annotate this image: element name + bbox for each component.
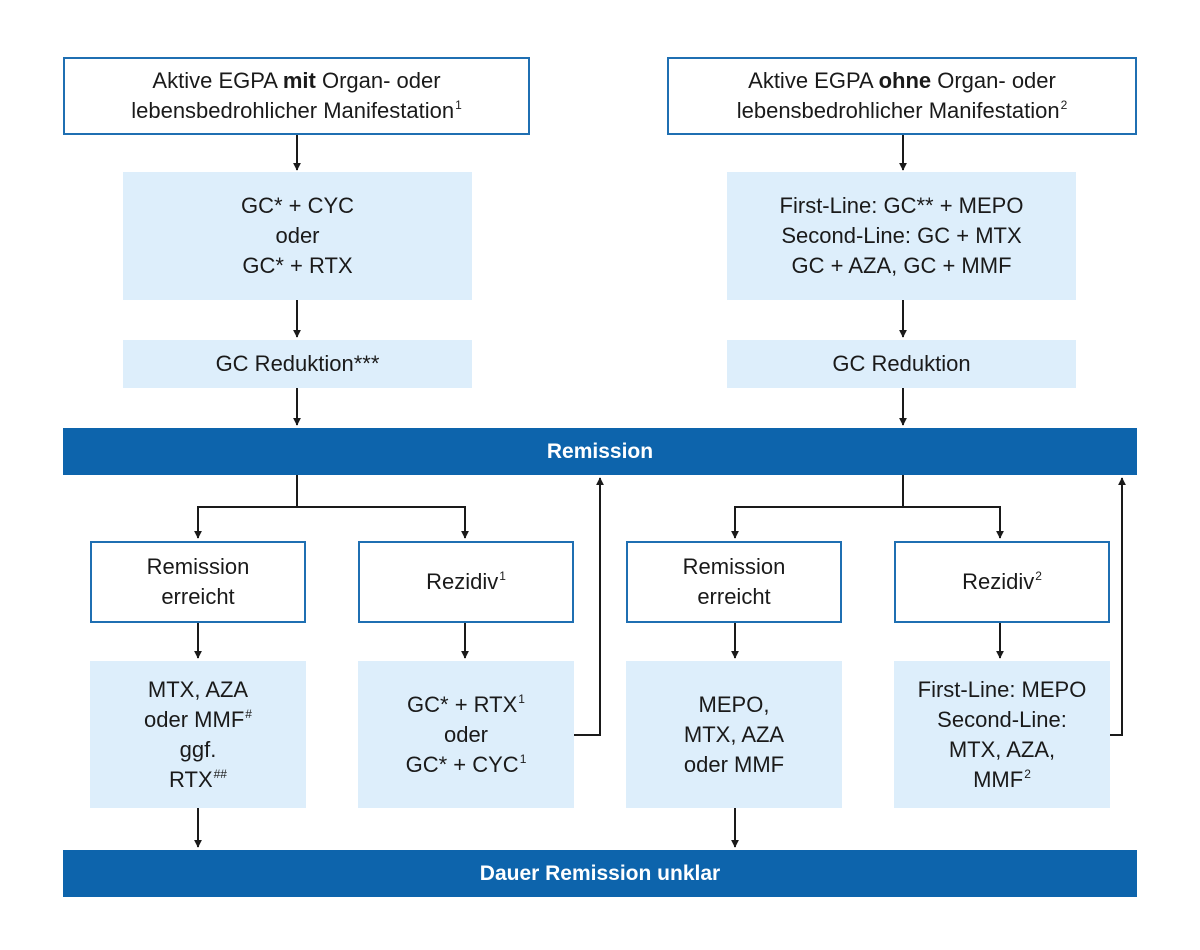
- right-remission-achieved-box: Remission erreicht: [626, 541, 842, 623]
- footnote-ref: 1: [455, 98, 462, 112]
- right-maintenance-line3: oder MMF: [683, 751, 785, 777]
- left-maintenance-line2: oder MMF#: [144, 706, 252, 732]
- right-maintenance-box: MEPO, MTX, AZA oder MMF: [626, 661, 842, 808]
- remission-banner-label: Remission: [546, 439, 654, 463]
- right-reduction-box: GC Reduktion: [727, 340, 1076, 388]
- right-relapse-box: Rezidiv2: [894, 541, 1110, 623]
- right-reduction-label: GC Reduktion: [832, 351, 971, 376]
- left-relapse-box: Rezidiv1: [358, 541, 574, 623]
- left-reduction-box: GC Reduktion***: [123, 340, 472, 388]
- left-relapse-label: Rezidiv1: [426, 569, 506, 594]
- right-relapse-label: Rezidiv2: [962, 569, 1042, 594]
- footnote-ref: #: [245, 706, 252, 721]
- right-header-line1: Aktive EGPA ohne Organ- oder: [748, 68, 1056, 93]
- left-header-line2: lebensbedrohlicher Manifestation1: [131, 98, 462, 123]
- right-header-box: Aktive EGPA ohne Organ- oder lebensbedro…: [667, 57, 1137, 135]
- footnote-ref: 2: [1035, 569, 1042, 583]
- left-maintenance-box: MTX, AZA oder MMF# ggf. RTX##: [90, 661, 306, 808]
- arrow-left-relapse-feedback: [574, 477, 604, 736]
- footnote-ref: 1: [518, 691, 525, 706]
- left-relapse-treatment-line1: GC* + RTX1: [407, 691, 525, 717]
- left-header-box: Aktive EGPA mit Organ- oder lebensbedroh…: [63, 57, 530, 135]
- left-relapse-treatment-line3: GC* + CYC1: [405, 751, 527, 777]
- right-relapse-treatment-line4: MMF2: [973, 766, 1031, 792]
- duration-banner: Dauer Remission unklar: [63, 850, 1137, 897]
- right-remission-line2: erreicht: [697, 584, 771, 609]
- left-header-line1: Aktive EGPA mit Organ- oder: [152, 68, 441, 93]
- left-remission-line1: Remission: [146, 554, 250, 579]
- footnote-ref: ##: [213, 766, 227, 781]
- footnote-ref: 1: [499, 569, 506, 583]
- right-therapy-line3: GC + AZA, GC + MMF: [791, 253, 1012, 278]
- right-maintenance-line2: MTX, AZA: [683, 721, 785, 747]
- right-maintenance-line1: MEPO,: [698, 691, 770, 717]
- arrow-branch-right-remission: [731, 475, 904, 539]
- left-reduction-label: GC Reduktion***: [215, 351, 380, 376]
- right-therapy-line2: Second-Line: GC + MTX: [781, 223, 1022, 248]
- arrow-branch-right-relapse: [903, 506, 1004, 539]
- right-header-emphasis: ohne: [878, 68, 932, 93]
- left-maintenance-line1: MTX, AZA: [147, 676, 249, 702]
- left-therapy-line1: GC* + CYC: [240, 193, 355, 218]
- left-therapy-box: GC* + CYC oder GC* + RTX: [123, 172, 472, 300]
- left-therapy-line2: oder: [275, 223, 320, 248]
- left-maintenance-line4: RTX##: [169, 766, 227, 792]
- left-relapse-treatment-box: GC* + RTX1 oder GC* + CYC1: [358, 661, 574, 808]
- footnote-ref: 1: [519, 751, 527, 766]
- footnote-ref: 2: [1024, 766, 1031, 781]
- remission-banner: Remission: [63, 428, 1137, 475]
- right-relapse-treatment-line1: First-Line: MEPO: [917, 676, 1087, 702]
- left-remission-line2: erreicht: [161, 584, 235, 609]
- arrow-branch-left-relapse: [297, 506, 469, 539]
- footnote-ref: 2: [1060, 98, 1068, 112]
- right-relapse-treatment-line3: MTX, AZA,: [948, 736, 1056, 762]
- left-therapy-line3: GC* + RTX: [242, 253, 353, 278]
- right-remission-line1: Remission: [682, 554, 786, 579]
- left-remission-achieved-box: Remission erreicht: [90, 541, 306, 623]
- right-relapse-treatment-box: First-Line: MEPO Second-Line: MTX, AZA, …: [894, 661, 1110, 808]
- right-header-line2: lebensbedrohlicher Manifestation2: [736, 98, 1068, 123]
- left-header-emphasis: mit: [282, 68, 316, 93]
- right-therapy-box: First-Line: GC** + MEPO Second-Line: GC …: [727, 172, 1076, 300]
- duration-banner-label: Dauer Remission unklar: [479, 861, 721, 885]
- arrow-right-relapse-feedback: [1110, 477, 1126, 736]
- arrow-branch-left-remission: [194, 475, 298, 539]
- right-relapse-treatment-line2: Second-Line:: [937, 706, 1067, 732]
- right-therapy-line1: First-Line: GC** + MEPO: [779, 193, 1024, 218]
- left-relapse-treatment-line2: oder: [443, 721, 489, 747]
- left-maintenance-line3: ggf.: [179, 736, 217, 762]
